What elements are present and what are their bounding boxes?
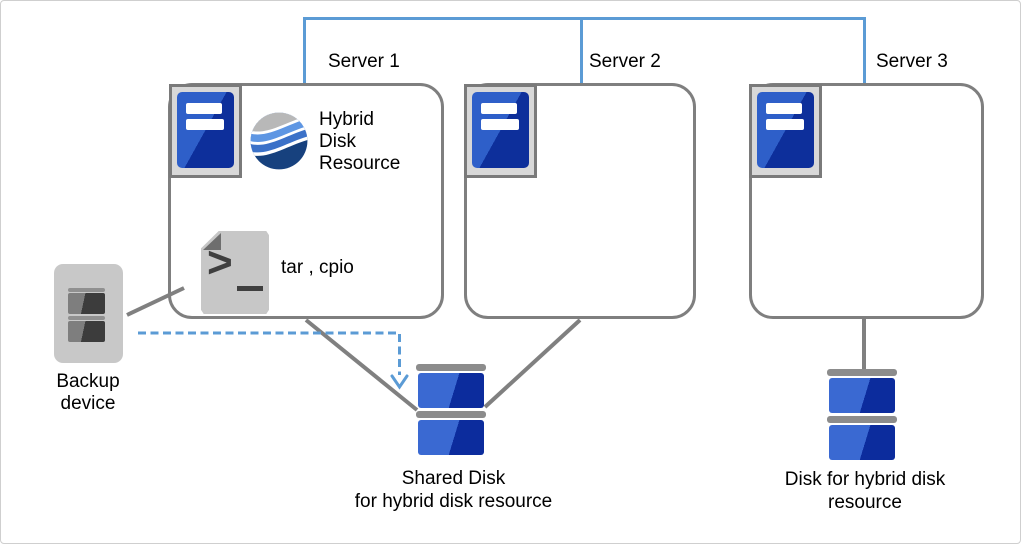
prompt-glyph: > [207,238,233,287]
shared-disk-label: Shared Disk for hybrid disk resource [331,467,576,513]
drive-slot-bar [68,288,105,292]
server-panel [472,92,529,168]
hybrid-disk-label: Disk for hybrid disk resource [761,468,969,514]
disk-cap [827,369,897,376]
server-drive-bar [186,103,222,114]
disk-cap [827,416,897,423]
server-drive-bar [481,103,517,114]
hybrid-label-line: Hybrid [319,109,374,130]
tape-drive-panel [68,288,105,344]
interconnect-line [303,17,866,83]
hybrid-label-line: Disk [319,131,356,152]
disk-cap [416,364,486,371]
hybrid-label-line: Resource [319,153,401,174]
shared-disk-label-line: for hybrid disk resource [354,491,553,512]
hybrid-disk-icon [827,369,897,463]
server-panel [177,92,234,168]
server-drive-bar [766,103,802,114]
backup-flow-arrowhead-icon [390,374,409,390]
backup-device-label: Backup device [34,371,142,415]
backup-flow-dashed-line [138,331,401,375]
cursor-glyph [237,286,263,291]
shared-disk-label-line: Shared Disk [401,468,506,489]
server1-shared-disk-line [304,318,419,412]
server-icon [749,84,822,178]
disk-body [418,373,484,408]
hybrid-disk-resource-label: Hybrid Disk Resource [319,109,400,175]
server-icon [169,84,242,178]
backup-label-line: Backup [56,371,120,392]
shared-disk-icon [416,364,486,458]
script-file-icon: > [201,231,269,314]
tar-cpio-label: tar , cpio [281,257,354,278]
drive-slot [68,293,105,314]
disk-body [829,378,895,413]
hybrid-disk-wave-globe-icon [250,112,308,170]
server-drive-bar [186,119,224,130]
drive-slot [68,321,105,342]
drive-slot-bar [68,316,105,320]
disk-cap [416,411,486,418]
server1-label: Server 1 [328,51,400,72]
backup-device-line [126,286,185,317]
backup-label-line: device [60,393,116,414]
server3-label: Server 3 [876,51,948,72]
disk-body [829,425,895,460]
server-drive-bar [481,119,519,130]
server2-label: Server 2 [589,51,661,72]
server-panel [757,92,814,168]
server2-shared-disk-line [483,318,582,409]
server-drive-bar [766,119,804,130]
disk-body [418,420,484,455]
hybrid-disk-label-line: resource [828,492,902,513]
server-icon [464,84,537,178]
backup-device-icon [54,264,123,363]
hybrid-disk-label-line: Disk for hybrid disk [784,469,946,490]
